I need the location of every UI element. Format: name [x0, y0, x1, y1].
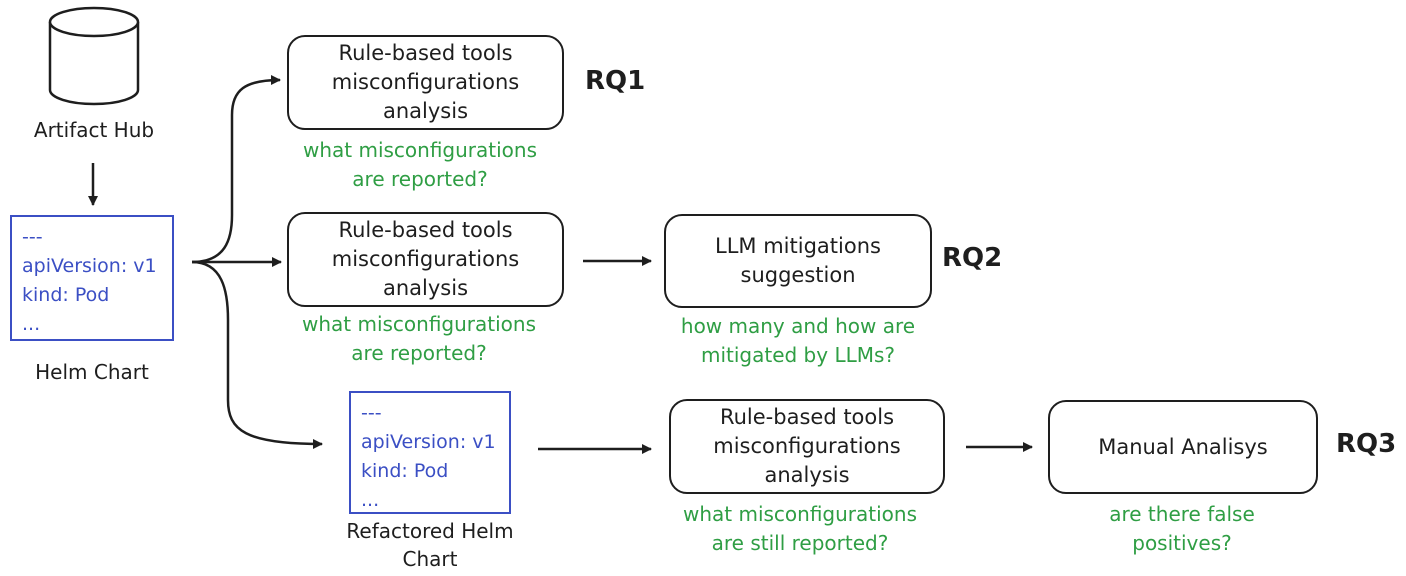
refactored-chart-line: ...	[361, 489, 380, 511]
llm-box-line: suggestion	[740, 263, 856, 287]
rq2-llm-question: how many and how are mitigated by LLMs?	[680, 314, 916, 367]
rq2-analysis-line: analysis	[382, 276, 469, 300]
rq3-tag: RQ3	[1336, 429, 1397, 459]
llm-mitigations-box: LLM mitigations suggestion	[664, 214, 932, 308]
helm-chart-line: ---	[22, 226, 43, 248]
rq1-question: what misconfigurations are reported?	[302, 138, 538, 191]
helm-chart-line: kind: Pod	[22, 284, 110, 306]
helm-chart-label: Helm Chart	[35, 360, 149, 384]
rq2-analysis-line: Rule-based tools	[338, 218, 513, 242]
rq3-analysis-line: analysis	[764, 463, 850, 487]
rq3-analysis-line: misconfigurations	[713, 434, 901, 458]
refactored-chart-label: Refactored Helm Chart	[346, 519, 514, 571]
rq2-tag: RQ2	[942, 243, 1003, 273]
refactored-chart-card: --- apiVersion: v1 kind: Pod ...	[349, 391, 511, 514]
helm-chart-line: ...	[22, 313, 41, 335]
rq3-analysis-box: Rule-based tools misconfigurations analy…	[669, 399, 945, 494]
rq2-analysis-question: what misconfigurations are reported?	[301, 312, 537, 365]
rq2-analysis-line: misconfigurations	[331, 247, 520, 271]
refactored-chart-line: kind: Pod	[361, 460, 449, 482]
helm-chart-card: --- apiVersion: v1 kind: Pod ...	[10, 215, 174, 341]
rq2-analysis-box: Rule-based tools misconfigurations analy…	[287, 212, 564, 307]
rq1-analysis-line: analysis	[382, 99, 469, 123]
rq3-analysis-question: what misconfigurations are still reporte…	[682, 502, 918, 555]
rq1-analysis-line: Rule-based tools	[338, 41, 513, 65]
manual-analysis-label: Manual Analisys	[1098, 434, 1268, 459]
artifact-hub-label: Artifact Hub	[33, 118, 155, 142]
arrow-chart-to-refactor	[191, 260, 323, 449]
rq3-manual-question: are there false positives?	[1109, 502, 1255, 555]
llm-box-line: LLM mitigations	[715, 234, 881, 258]
refactored-chart-line: ---	[361, 402, 382, 424]
rq1-analysis-line: misconfigurations	[331, 70, 520, 94]
refactored-chart-line: apiVersion: v1	[361, 431, 496, 453]
rq1-analysis-box: Rule-based tools misconfigurations analy…	[287, 35, 564, 130]
rq1-tag: RQ1	[585, 66, 646, 96]
arrow-chart-to-rq1	[191, 75, 281, 264]
rq3-analysis-line: Rule-based tools	[719, 405, 895, 429]
database-icon	[48, 6, 140, 106]
manual-analysis-box: Manual Analisys	[1048, 400, 1318, 494]
helm-chart-line: apiVersion: v1	[22, 255, 157, 277]
